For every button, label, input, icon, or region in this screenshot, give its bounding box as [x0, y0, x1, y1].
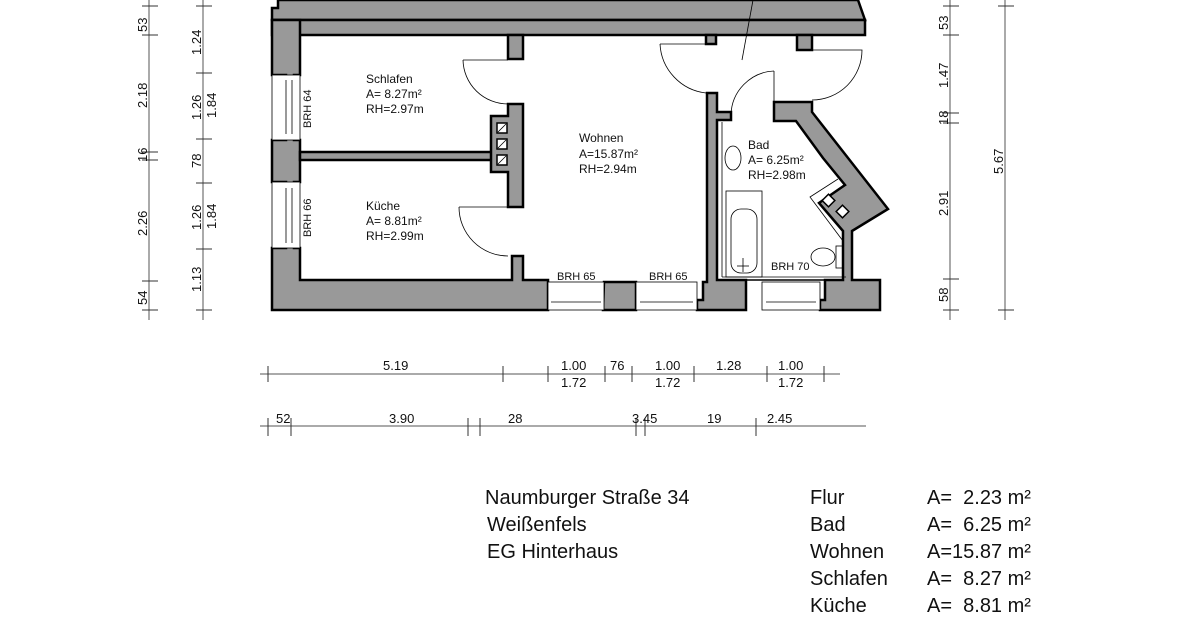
wall-wohnen-bad	[695, 91, 748, 312]
room-name-kueche: Küche	[366, 199, 400, 213]
top-wall-lower	[270, 18, 867, 37]
address-unit: EG Hinterhaus	[487, 541, 619, 563]
floor-plan: Schlafen A= 8.27m² RH=2.97m Küche A= 8.8…	[135, 0, 1014, 436]
brh-label-2: BRH 66	[302, 198, 314, 237]
left-wall-bottom	[270, 241, 550, 312]
svg-text:2.45: 2.45	[767, 411, 792, 426]
svg-text:1.00: 1.00	[655, 358, 680, 373]
diagonal-wall-bad	[772, 100, 890, 312]
bottom-pier	[601, 280, 638, 312]
stub-top-2	[795, 33, 814, 52]
svg-text:5.67: 5.67	[991, 149, 1006, 174]
svg-text:1.24: 1.24	[189, 30, 204, 55]
room-area-kueche: A= 8.81m²	[366, 214, 422, 228]
flue-bad-2	[835, 204, 850, 219]
room-name-schlafen: Schlafen	[366, 72, 413, 86]
svg-text:1.28: 1.28	[716, 358, 741, 373]
door-bad	[730, 70, 775, 116]
svg-text:19: 19	[707, 411, 721, 426]
stub-wall-top	[506, 33, 525, 61]
room-area-bad: A= 6.25m²	[748, 153, 804, 167]
address-city: Weißenfels	[487, 514, 587, 536]
svg-text:1.26: 1.26	[189, 205, 204, 230]
brh-label-5: BRH 70	[771, 261, 810, 273]
svg-text:18: 18	[936, 111, 951, 125]
svg-text:52: 52	[276, 411, 290, 426]
right-dimensions: 53 1.47 18 2.91 58 5.67	[936, 0, 1014, 320]
svg-text:1.13: 1.13	[189, 267, 204, 292]
svg-text:2.26: 2.26	[135, 211, 150, 236]
svg-text:53: 53	[135, 18, 150, 32]
left-wall-middle	[270, 132, 302, 190]
doors	[458, 0, 863, 257]
window-labels: BRH 64 BRH 66 BRH 65 BRH 65 BRH 70	[302, 89, 810, 283]
brh-label-4: BRH 65	[649, 271, 688, 283]
svg-text:1.84: 1.84	[204, 93, 219, 118]
room-area-wohnen: A=15.87m²	[579, 147, 638, 161]
partition-schlafen-kueche	[298, 150, 497, 162]
room-labels: Schlafen A= 8.27m² RH=2.97m Küche A= 8.8…	[366, 72, 806, 243]
svg-text:5.19: 5.19	[383, 358, 408, 373]
svg-text:2.91: 2.91	[936, 191, 951, 216]
bottom-dimensions: 5.19 1.00 1.72 76 1.00 1.72 1.28 1.00 1.…	[260, 358, 866, 436]
svg-text:1.26: 1.26	[189, 95, 204, 120]
svg-text:1.72: 1.72	[561, 375, 586, 390]
left-dimensions: 53 2.18 16 2.26 54 1.24 1.26 1.84 78 1.2…	[135, 0, 219, 320]
room-height-wohnen: RH=2.94m	[579, 162, 637, 176]
svg-text:1.47: 1.47	[936, 63, 951, 88]
svg-text:3.45: 3.45	[632, 411, 657, 426]
svg-text:1.72: 1.72	[778, 375, 803, 390]
left-wall-top	[270, 18, 302, 82]
svg-text:1.84: 1.84	[204, 204, 219, 229]
svg-text:58: 58	[936, 288, 951, 302]
room-height-bad: RH=2.98m	[748, 168, 806, 182]
svg-text:78: 78	[189, 154, 204, 168]
room-area-schlafen: A= 8.27m²	[366, 87, 422, 101]
svg-text:1.00: 1.00	[778, 358, 803, 373]
windows	[271, 74, 825, 311]
room-height-schlafen: RH=2.97m	[366, 102, 424, 116]
stub-top-1	[704, 33, 718, 46]
address-block: Naumburger Straße 34 Weißenfels EG Hinte…	[485, 485, 690, 566]
svg-text:3.90: 3.90	[389, 411, 414, 426]
room-name-wohnen: Wohnen	[579, 131, 623, 145]
room-height-kueche: RH=2.99m	[366, 229, 424, 243]
svg-text:76: 76	[610, 358, 624, 373]
address-street: Naumburger Straße 34	[485, 487, 690, 509]
sink-icon	[724, 145, 742, 171]
svg-text:16: 16	[135, 148, 150, 162]
svg-text:1.00: 1.00	[561, 358, 586, 373]
brh-label-1: BRH 64	[302, 89, 314, 128]
door-entry-right	[811, 49, 863, 101]
top-wall	[270, 0, 867, 22]
svg-text:28: 28	[508, 411, 522, 426]
svg-text:53: 53	[936, 16, 951, 30]
bathroom-fixtures	[721, 122, 846, 278]
door-entry-left	[659, 43, 707, 94]
flue-bad-1	[821, 193, 836, 208]
bathtub-icon	[725, 190, 763, 278]
walls	[270, 0, 890, 312]
room-name-bad: Bad	[748, 138, 769, 152]
svg-text:2.18: 2.18	[135, 83, 150, 108]
toilet-icon	[810, 247, 836, 267]
brh-label-3: BRH 65	[557, 271, 596, 283]
svg-text:54: 54	[135, 291, 150, 305]
svg-text:1.72: 1.72	[655, 375, 680, 390]
